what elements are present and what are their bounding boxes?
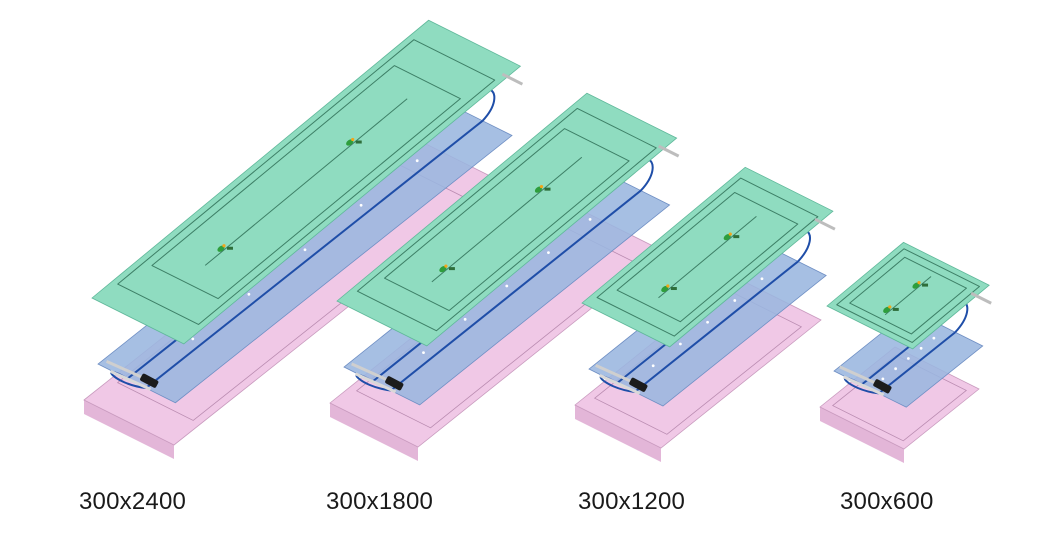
brand-logo-icon: [912, 282, 920, 289]
brand-logo-text: [544, 187, 551, 191]
brand-logo-icon: [883, 306, 891, 314]
base-end-face: [575, 405, 661, 462]
fixing-dot: [919, 346, 923, 350]
fixing-dot: [733, 299, 737, 302]
size-label-300x2400: 300x2400: [79, 488, 187, 515]
groove-outline: [384, 128, 630, 312]
supply-pipe: [595, 364, 637, 385]
return-pipe: [109, 369, 152, 391]
base-end-face: [330, 403, 418, 461]
fixing-dot: [505, 284, 509, 288]
groove-outline: [836, 248, 980, 343]
fixing-dot: [760, 277, 764, 281]
fixing-dot: [191, 337, 195, 341]
pipe-stub: [657, 144, 680, 158]
brand-logo-icon: [439, 265, 447, 273]
fixing-dot: [463, 317, 467, 321]
brand-logo-dot: [444, 264, 448, 268]
groove-centerline: [431, 156, 583, 283]
fixing-dot: [932, 336, 936, 340]
fixing-dot: [422, 351, 425, 355]
size-label-300x600: 300x600: [840, 488, 934, 515]
panel-300x1200-assembly: [574, 166, 836, 462]
manifold-connector: [629, 377, 648, 392]
brand-logo-dot: [917, 280, 921, 285]
groove-outline: [356, 107, 657, 332]
manifold-connector: [873, 379, 892, 394]
size-label-300x1800: 300x1800: [326, 488, 434, 515]
groove-outline: [151, 65, 461, 300]
supply-pipe: [839, 365, 881, 387]
pex-tube-run: [390, 189, 642, 392]
brand-logo-dot: [222, 244, 226, 248]
groove-outline: [849, 256, 967, 335]
brand-logo-text: [892, 307, 899, 311]
brand-logo-dot: [888, 305, 892, 309]
fixing-dot: [881, 377, 885, 381]
base-end-face: [820, 407, 904, 463]
brand-logo-icon: [534, 186, 543, 193]
pipe-stub: [501, 72, 524, 86]
supply-pipe: [351, 362, 393, 384]
pex-tube-run: [145, 120, 484, 389]
return-pipe: [843, 375, 885, 397]
fixing-dot: [247, 292, 251, 296]
manifold-connector: [385, 376, 404, 391]
groove-centerline: [658, 216, 757, 299]
groove-outline: [616, 191, 799, 323]
brand-logo-text: [670, 287, 677, 291]
fixing-dot: [588, 217, 592, 221]
pex-tube-run: [878, 331, 956, 395]
brand-logo-text: [226, 246, 233, 250]
pipe-stub: [814, 217, 836, 231]
groove-outline: [596, 177, 819, 337]
size-label-300x1200: 300x1200: [578, 488, 686, 515]
fixing-dot: [359, 203, 363, 207]
fixing-dot: [651, 364, 655, 368]
panel-300x1800-assembly: [329, 92, 680, 461]
base-end-face: [84, 400, 174, 459]
panel-300x2400-assembly: [83, 19, 524, 459]
fixing-dot: [547, 251, 550, 255]
brand-logo-icon: [217, 245, 225, 252]
fixing-dot: [906, 357, 910, 360]
brand-logo-text: [448, 267, 455, 271]
fixing-dot: [415, 159, 419, 163]
fixing-dot: [678, 342, 682, 346]
fixing-dot: [706, 320, 709, 324]
fixing-dot: [894, 367, 898, 371]
fixing-dot: [303, 248, 307, 252]
brand-logo-dot: [539, 185, 544, 189]
groove-outline: [117, 39, 496, 325]
panel-300x600-assembly: [819, 241, 992, 463]
manifold-connector: [140, 373, 159, 388]
brand-logo-text: [355, 140, 362, 144]
return-pipe: [599, 374, 641, 395]
pex-tube-run: [634, 260, 799, 393]
brand-logo-icon: [346, 139, 354, 146]
return-pipe: [355, 372, 397, 394]
supply-pipe: [105, 359, 148, 381]
brand-logo-icon: [661, 285, 669, 293]
brand-logo-text: [733, 235, 740, 239]
brand-logo-dot: [351, 137, 355, 142]
brand-logo-icon: [723, 233, 731, 241]
brand-logo-text: [922, 283, 929, 287]
groove-centerline: [204, 98, 408, 266]
brand-logo-dot: [666, 284, 670, 288]
brand-logo-dot: [728, 232, 732, 236]
pipe-stub: [970, 291, 992, 305]
